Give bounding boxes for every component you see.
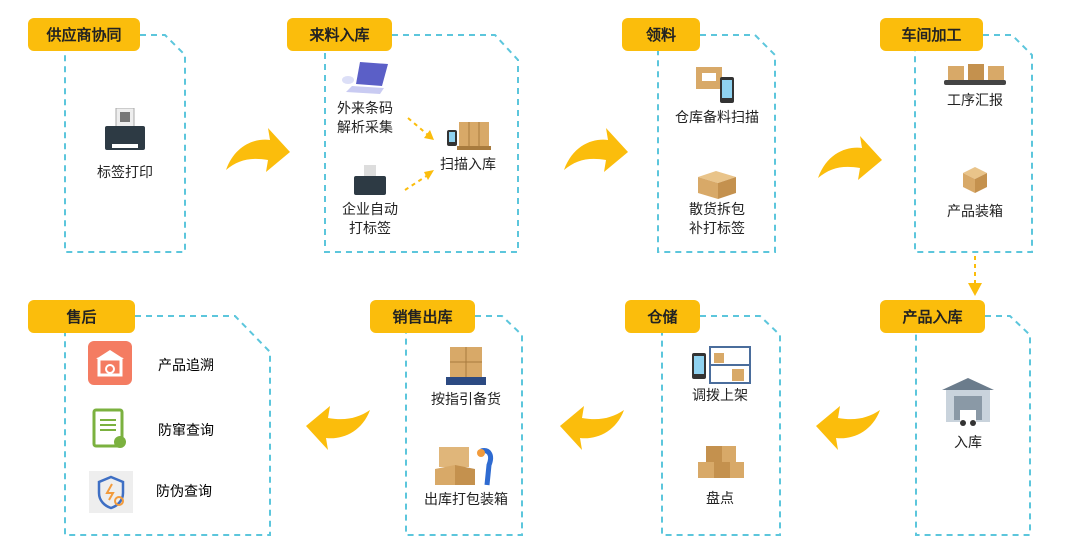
item-text: 调拨上架 (692, 388, 748, 404)
frame-workshop (914, 34, 1033, 253)
stage-title-sales-out: 销售出库 (370, 300, 475, 333)
phone-scan-box-icon (696, 67, 734, 103)
flow-arrow-right-2 (564, 128, 628, 172)
item-inventory-count: 盘点 (680, 440, 760, 509)
stage-title-supplier: 供应商协同 (28, 18, 140, 51)
frame-incoming (324, 34, 519, 253)
item-text: 防伪查询 (156, 484, 212, 500)
stage-title-workshop: 车间加工 (880, 18, 983, 51)
phone-shelf-icon (692, 346, 751, 384)
item-text: 产品追溯 (158, 358, 214, 374)
open-box-icon (698, 171, 736, 199)
item-process-report: 工序汇报 (932, 62, 1018, 111)
item-product-boxing: 产品装箱 (932, 165, 1018, 222)
packing-worker-icon (435, 447, 494, 486)
item-text: 按指引备货 (431, 392, 501, 408)
laptop-scan-icon (342, 62, 388, 94)
item-guided-picking: 按指引备货 (418, 345, 514, 410)
item-scan-in: 扫描入库 (430, 120, 506, 175)
arrowhead-down (968, 283, 982, 296)
shield-search-icon (89, 471, 133, 513)
warehouse-truck-icon (942, 378, 994, 426)
arrowhead (424, 170, 434, 180)
conveyor-boxes-icon (944, 64, 1006, 85)
item-bulk-relabel: 散货拆包 补打标签 (675, 165, 759, 239)
box-icon (963, 167, 987, 193)
arrowhead (424, 130, 434, 140)
item-text: 仓库备料扫描 (675, 110, 759, 126)
item-text: 出库打包装箱 (424, 492, 508, 508)
item-text: 外来条码 解析采集 (337, 101, 393, 136)
stage-title-product-in: 产品入库 (880, 300, 985, 333)
stage-title-storage: 仓储 (625, 300, 700, 333)
flow-arrow-left-2 (560, 406, 624, 450)
flow-arrow-left-1 (306, 406, 370, 450)
item-text: 企业自动 打标签 (342, 202, 398, 237)
item-barcode-parse: 外来条码 解析采集 (330, 60, 400, 138)
item-text: 工序汇报 (947, 93, 1003, 109)
item-warehouse-scan: 仓库备料扫描 (662, 65, 772, 128)
warehouse-search-icon (88, 341, 132, 385)
frame-picking (657, 34, 776, 253)
flow-arrow-left-3 (816, 406, 880, 450)
frame-product-in (915, 315, 1031, 536)
pallet-boxes-icon (446, 347, 486, 385)
item-auto-label: 企业自动 打标签 (332, 165, 408, 239)
stage-title-incoming: 来料入库 (287, 18, 392, 51)
flow-arrow-right-3 (818, 136, 882, 180)
item-text: 入库 (954, 435, 982, 451)
dashed-arrow-autolabel (404, 174, 429, 191)
item-text: 扫描入库 (440, 157, 496, 173)
item-text: 盘点 (706, 491, 734, 507)
item-packing-boxing: 出库打包装箱 (414, 445, 518, 510)
tablet-touch-icon (92, 408, 126, 448)
item-stock-in: 入库 (933, 376, 1003, 453)
item-text: 散货拆包 补打标签 (689, 202, 745, 237)
frame-sales-out (405, 315, 523, 536)
item-label-print: 标签打印 (85, 108, 165, 183)
scan-pallet-icon (447, 122, 491, 150)
frame-aftersales (64, 315, 271, 536)
label-printer-icon (354, 165, 386, 195)
flow-arrow-right-1 (226, 128, 290, 172)
frame-storage (661, 315, 781, 536)
item-text: 产品装箱 (947, 204, 1003, 220)
box-stack-icon (698, 446, 744, 478)
stage-title-aftersales: 售后 (28, 300, 135, 333)
item-text: 防窜查询 (158, 423, 214, 439)
label-printer-icon (105, 108, 145, 150)
dashed-arrow-barcode (407, 117, 429, 136)
stage-title-picking: 领料 (622, 18, 700, 51)
item-text: 标签打印 (97, 165, 153, 181)
item-transfer-shelve: 调拨上架 (680, 345, 760, 406)
